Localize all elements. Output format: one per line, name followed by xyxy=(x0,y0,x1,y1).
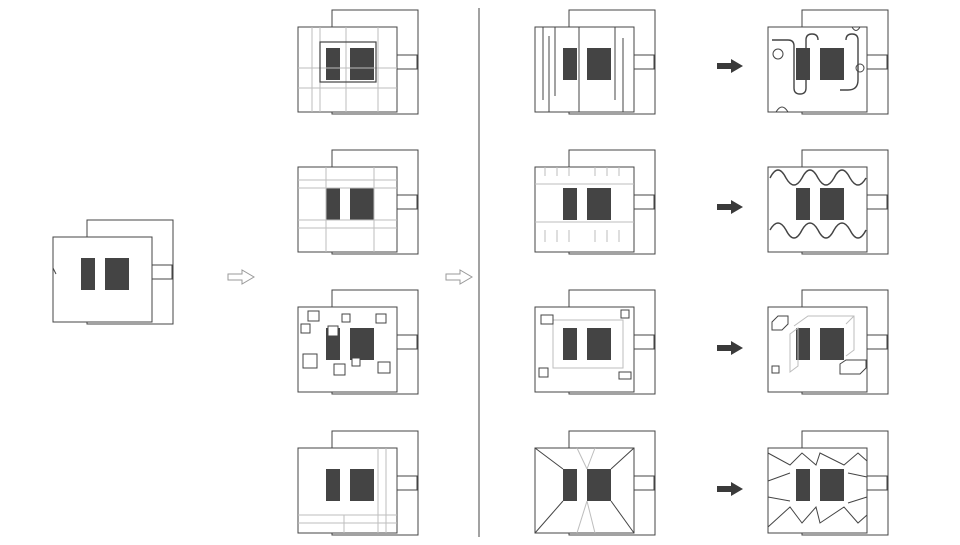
derived-plan-diagonal-wedges xyxy=(534,430,656,536)
hollow-arrow-icon xyxy=(227,269,255,285)
result-plan-serpentine-wall xyxy=(767,9,889,115)
variant-plan-offset-sections xyxy=(297,430,419,536)
solid-arrow-icon xyxy=(717,200,743,214)
variant-plan-scattered-boxes xyxy=(297,289,419,395)
derived-plan-corner-boxes xyxy=(534,289,656,395)
hollow-arrow-icon xyxy=(445,269,473,285)
base-plan xyxy=(52,219,174,325)
result-plan-faceted-wedges xyxy=(767,430,889,536)
derived-plan-vertical-strips xyxy=(534,9,656,115)
derived-plan-horizontal-ticks xyxy=(534,149,656,255)
variant-plan-column-grid xyxy=(297,9,419,115)
result-plan-extruded-boxes xyxy=(767,289,889,395)
solid-arrow-icon xyxy=(717,59,743,73)
result-plan-wave-bands xyxy=(767,149,889,255)
variant-plan-cross-bands xyxy=(297,149,419,255)
solid-arrow-icon xyxy=(717,482,743,496)
solid-arrow-icon xyxy=(717,341,743,355)
